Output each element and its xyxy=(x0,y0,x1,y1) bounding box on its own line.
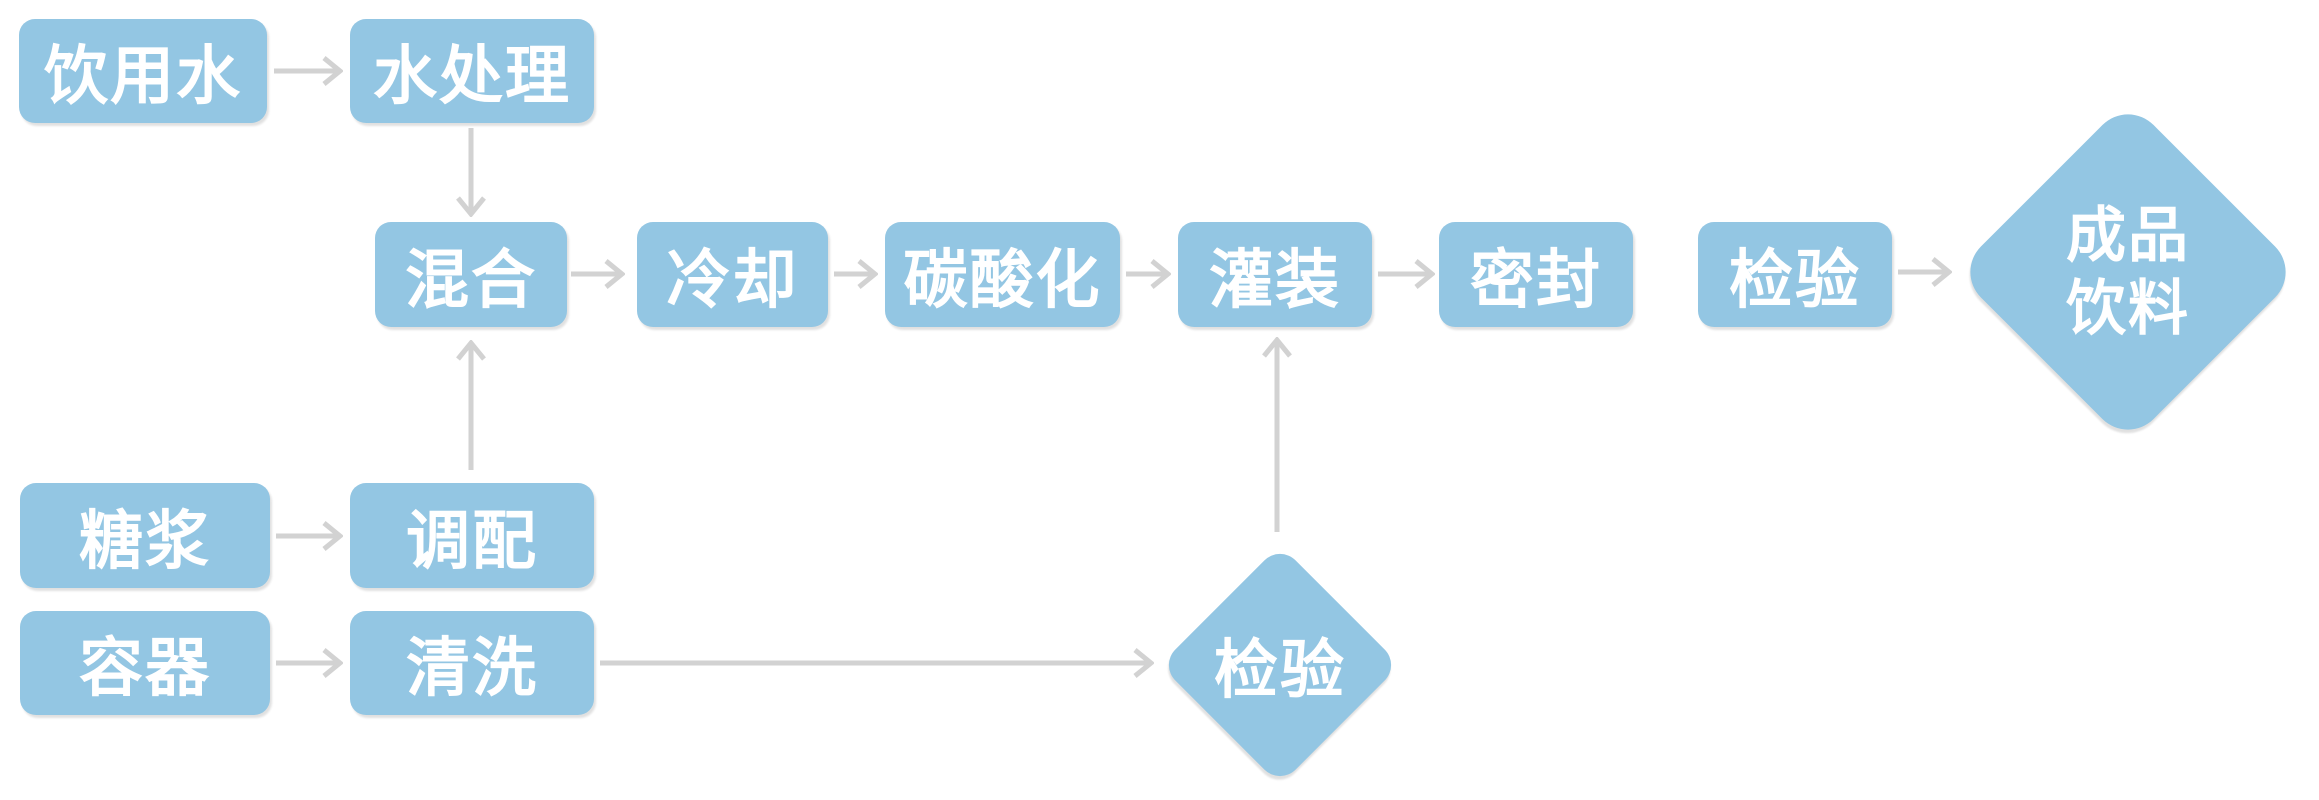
node-label: 碳酸化 xyxy=(903,243,1102,316)
node-washing: 清洗 xyxy=(350,611,594,715)
node-mixing: 混合 xyxy=(375,222,567,327)
node-container-inspection: 检验 xyxy=(1159,544,1401,786)
node-label: 冷却 xyxy=(666,243,799,316)
node-syrup: 糖浆 xyxy=(20,483,270,588)
node-label: 糖浆 xyxy=(79,504,211,577)
node-sealing: 密封 xyxy=(1439,222,1633,327)
node-finished-beverage: 成品 饮料 xyxy=(1955,99,2301,445)
node-label: 容器 xyxy=(79,632,211,704)
node-cooling: 冷却 xyxy=(637,222,828,327)
node-label-line1: 成品 xyxy=(2066,202,2190,269)
node-label: 混合 xyxy=(405,243,537,316)
node-label-line2: 饮料 xyxy=(2066,275,2190,342)
node-label: 灌装 xyxy=(1209,243,1341,316)
node-label: 水处理 xyxy=(373,40,571,112)
node-carbonation: 碳酸化 xyxy=(885,222,1120,327)
node-water-treatment: 水处理 xyxy=(350,19,594,123)
node-inspection: 检验 xyxy=(1698,222,1892,327)
node-label: 成品 饮料 xyxy=(2066,199,2190,345)
node-label: 调配 xyxy=(406,504,538,577)
node-label: 检验 xyxy=(1729,243,1861,316)
node-container: 容器 xyxy=(20,611,270,715)
node-label: 清洗 xyxy=(406,632,538,704)
node-label: 检验 xyxy=(1214,634,1346,706)
node-label: 密封 xyxy=(1470,243,1602,316)
node-drinking-water: 饮用水 xyxy=(19,19,267,123)
node-blending: 调配 xyxy=(350,483,594,588)
node-label: 饮用水 xyxy=(44,40,242,112)
node-filling: 灌装 xyxy=(1178,222,1372,327)
